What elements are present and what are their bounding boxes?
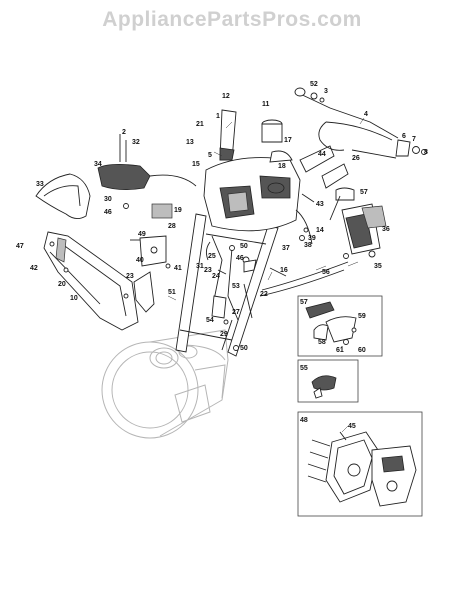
cable-run [259, 261, 349, 297]
chute-deflector [35, 173, 91, 219]
callout-20: 20 [58, 281, 66, 288]
leader-lines [119, 117, 365, 433]
upper-handles [219, 109, 349, 189]
callout-50b: 50 [240, 345, 248, 352]
callout-6: 6 [402, 133, 406, 140]
auger-control-bar [294, 87, 427, 159]
callout-44: 44 [318, 151, 326, 158]
callout-32: 32 [132, 139, 140, 146]
callout-49: 49 [138, 231, 146, 238]
watermark: AppliancePartsPros.com [102, 8, 362, 31]
control-rods [205, 235, 257, 351]
callout-13: 13 [186, 139, 194, 146]
chute-hardware [49, 134, 171, 299]
callout-8: 8 [424, 149, 428, 156]
callout-28: 28 [168, 223, 176, 230]
callout-7: 7 [412, 136, 416, 143]
callout-30: 30 [104, 196, 112, 203]
callout-43: 43 [316, 201, 324, 208]
callout-59: 59 [358, 313, 366, 320]
callout-31: 31 [196, 263, 204, 270]
callout-33: 33 [36, 181, 44, 188]
callout-41: 41 [174, 265, 182, 272]
callout-42: 42 [30, 265, 38, 272]
callout-27: 27 [232, 309, 240, 316]
callout-38: 38 [304, 242, 312, 249]
callout-54: 54 [206, 317, 214, 324]
callout-4: 4 [364, 111, 368, 118]
callout-61: 61 [336, 347, 344, 354]
callout-1: 1 [216, 113, 220, 120]
callout-46a: 46 [104, 209, 112, 216]
auger-housing [101, 329, 229, 439]
callout-25: 25 [208, 253, 216, 260]
callout-40: 40 [136, 257, 144, 264]
dash-panel [203, 157, 301, 232]
callout-14: 14 [316, 227, 324, 234]
callout-23a: 23 [126, 273, 134, 280]
callout-53: 53 [232, 283, 240, 290]
callout-18: 18 [278, 163, 286, 170]
callout-11: 11 [262, 101, 270, 108]
callout-2: 2 [122, 129, 126, 136]
callout-57b: 57 [300, 299, 308, 306]
callout-39: 39 [308, 235, 316, 242]
callout-29: 29 [220, 331, 228, 338]
callout-26: 26 [352, 155, 360, 162]
callout-15: 15 [192, 161, 200, 168]
callout-45: 45 [348, 423, 356, 430]
callout-3: 3 [324, 88, 328, 95]
inset-55 [297, 359, 359, 403]
callout-21: 21 [196, 121, 204, 128]
callout-35: 35 [374, 263, 382, 270]
callout-56: 56 [322, 269, 330, 276]
callout-19: 19 [174, 207, 182, 214]
callout-60: 60 [358, 347, 366, 354]
chute-crank-bracket [133, 235, 167, 313]
callout-57a: 57 [360, 189, 368, 196]
callout-50a: 50 [240, 243, 248, 250]
callout-52: 52 [310, 81, 318, 88]
drive-mechanism [295, 187, 387, 259]
inset-48 [297, 411, 423, 517]
callout-47: 47 [16, 243, 24, 250]
callout-17: 17 [284, 137, 292, 144]
callout-24: 24 [212, 273, 220, 280]
callout-51: 51 [168, 289, 176, 296]
callout-numbers: 1 2 3 4 5 6 7 8 10 11 12 13 14 15 16 17 … [16, 81, 428, 430]
callout-16: 16 [280, 267, 288, 274]
callout-37: 37 [282, 245, 290, 252]
discharge-chute [43, 231, 139, 331]
callout-5: 5 [208, 152, 212, 159]
callout-22: 22 [260, 291, 268, 298]
callout-48: 48 [300, 417, 308, 424]
callout-23b: 23 [204, 267, 212, 274]
callout-58: 58 [318, 339, 326, 346]
callout-10: 10 [70, 295, 78, 302]
callout-34: 34 [94, 161, 102, 168]
callout-55: 55 [300, 365, 308, 372]
callout-12: 12 [222, 93, 230, 100]
chute-control-head [97, 164, 197, 219]
callout-46b: 46 [236, 255, 244, 262]
inset-57 [297, 295, 383, 357]
callout-36: 36 [382, 226, 390, 233]
